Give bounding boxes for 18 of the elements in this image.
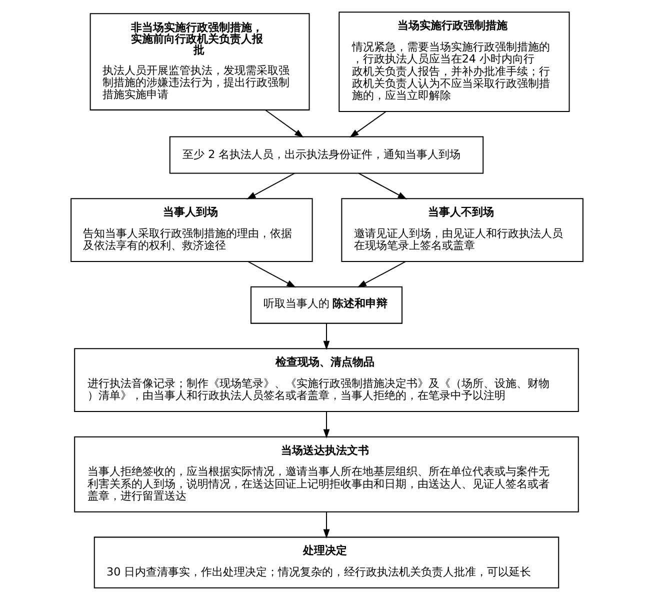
node-box: 当场实施行政强制措施 情况紧急，需要当场实施行政强制措施的，行政执法人员应当在24 小时内向行政机关负责人报告，并补办批准手续；行政机关负责人认为不应当采取行政强制措施的，应当立即解除	[338, 12, 570, 112]
node-box: 当事人不到场 邀请见证人到场，由见证人和行政执法人员在现场笔录上签名或盖章	[341, 198, 584, 262]
node-box: 处理决定 30 日内查清事实，作出处理决定；情况复杂的，经行政执法机关负责人批准，可以延长	[94, 536, 560, 588]
arrow	[323, 412, 330, 438]
arrow	[323, 512, 330, 538]
arrow	[350, 111, 386, 138]
node-box: 当场送达执法文书 当事人拒绝签收的，应当根据实际情况，邀请当事人所在地基层组织、所在单位代表或与案件无利害关系的人到场，说明情况，在送达回证上记明拒收事由和日期，由送达人、见证人签名或者盖章，进行留置送达	[74, 436, 579, 512]
node-box: 听取当事人的陈述和申辩	[250, 286, 403, 324]
arrow	[265, 110, 304, 138]
node-box: 检查现场、清点物品 进行执法音像记录；制作《现场笔录》、《实施行政强制措施决定书》及《（场所、设施、财物）清单》，由当事人和行政执法人员签名或者盖章，当事人拒绝的，在笔录中予以注明	[74, 348, 579, 412]
node-box: 非当场实施行政强制措施，实施前向行政机关负责人报批 执法人员开展监管执法，发现需采取强制措施的涉嫌违法行为，提出行政强制措施实施申请	[90, 13, 310, 110]
arrow	[358, 172, 407, 200]
node-box: 当事人到场 告知当事人采取行政强制措施的理由，依据及依法享有的权利、救济途径	[70, 198, 313, 262]
arrow	[248, 261, 296, 288]
arrow	[323, 323, 330, 350]
arrow	[246, 172, 295, 200]
node-box: 至少 2 名执法人员，出示执法身份证件，通知当事人到场	[169, 136, 484, 174]
arrow	[357, 261, 406, 288]
